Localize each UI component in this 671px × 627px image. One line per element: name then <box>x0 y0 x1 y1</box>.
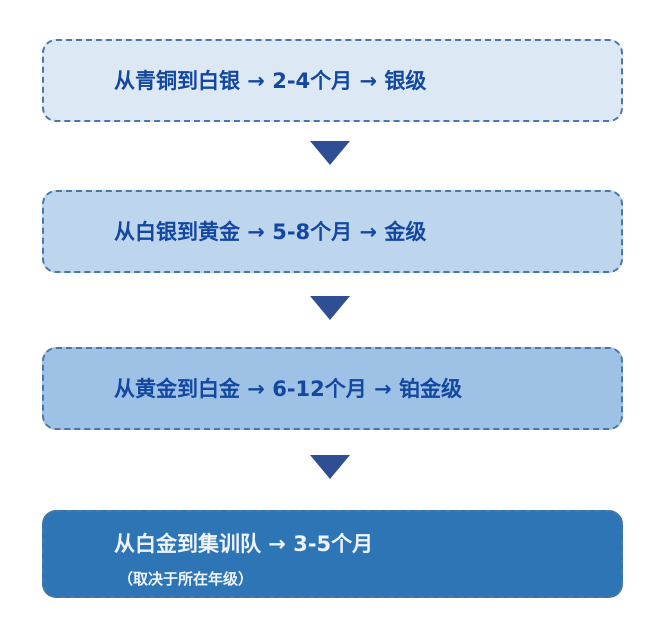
step-label: 从黄金到白金 → 6-12个月 → 铂金级 <box>114 377 462 401</box>
down-arrow-icon <box>310 296 350 320</box>
step-platinum-to-training-team: 从白金到集训队 → 3-5个月 （取决于所在年级） <box>42 510 623 598</box>
step-gold-to-platinum: 从黄金到白金 → 6-12个月 → 铂金级 <box>42 347 623 430</box>
step-note: （取决于所在年级） <box>118 570 254 588</box>
down-arrow-icon <box>310 455 350 479</box>
step-label: 从白金到集训队 → 3-5个月 <box>114 532 374 556</box>
step-silver-to-gold: 从白银到黄金 → 5-8个月 → 金级 <box>42 190 623 273</box>
down-arrow-icon <box>310 141 350 165</box>
step-label: 从白银到黄金 → 5-8个月 → 金级 <box>114 220 427 244</box>
step-bronze-to-silver: 从青铜到白银 → 2-4个月 → 银级 <box>42 39 623 122</box>
step-label: 从青铜到白银 → 2-4个月 → 银级 <box>114 69 427 93</box>
